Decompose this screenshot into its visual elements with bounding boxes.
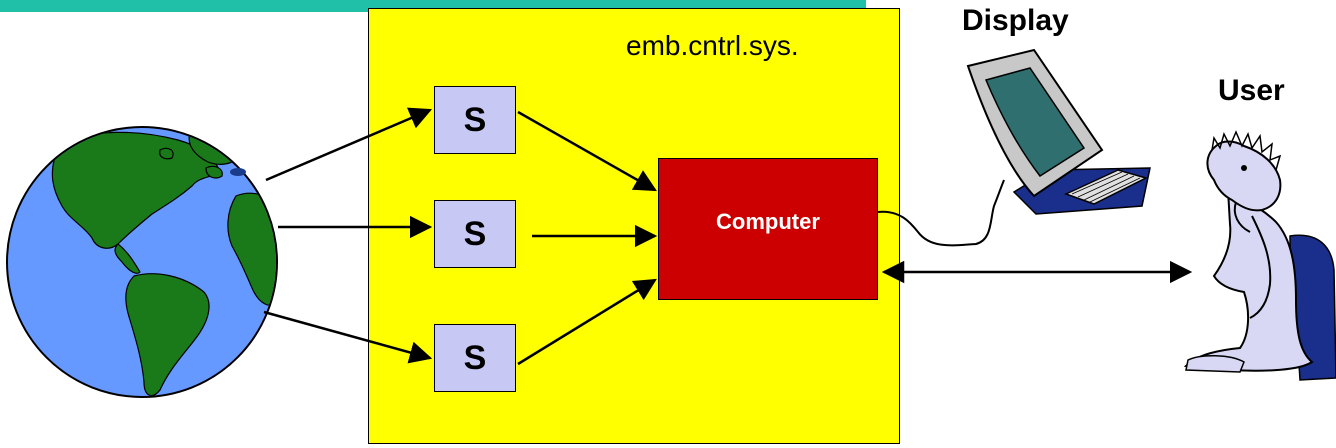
sensor-2: S [434, 200, 516, 268]
computer-label: Computer [716, 209, 820, 234]
sensor-3: S [434, 324, 516, 392]
arrow-sensor-3-to-computer [517, 278, 657, 366]
computer-box: Computer [658, 158, 878, 300]
globe-icon [6, 126, 278, 398]
arrow-sensor-1-to-computer [517, 110, 657, 192]
arrow-globe-to-sensor-3 [263, 310, 433, 364]
sensor-1: S [434, 86, 516, 154]
user-label: User [1218, 74, 1285, 107]
display-label: Display [962, 4, 1069, 37]
arrow-globe-to-sensor-1 [265, 107, 433, 182]
display-terminal-icon [966, 48, 1151, 215]
display-cable [877, 179, 1005, 247]
system-label: emb.cntrl.sys. [626, 30, 799, 61]
user-figure-icon [1183, 130, 1336, 381]
